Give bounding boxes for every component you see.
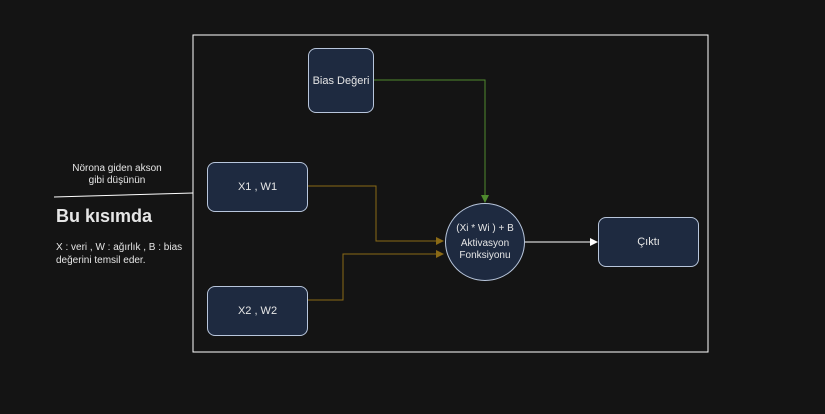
bias-node-label: Bias Değeri [312,74,370,87]
x2-edge [308,250,444,301]
legend-line-1: X : veri , W : ağırlık , B : bias [56,242,183,253]
x1-w1-node[interactable]: X1 , W1 [207,162,308,212]
activation-formula: (Xi * Wi ) + B [456,222,514,234]
activation-label-2: Fonksiyonu [459,249,511,261]
output-node[interactable]: Çıktı [598,217,699,267]
legend-text: X : veri , W : ağırlık , B : bias değeri… [56,241,182,267]
x2-w2-node[interactable]: X2 , W2 [207,286,308,336]
x1-w1-label: X1 , W1 [237,181,278,193]
axon-line [53,192,194,198]
x1-edge [308,185,444,245]
axon-caption: Nörona giden akson gibi düşünün [62,163,172,187]
axon-caption-line-1: Nörona giden akson [72,163,162,174]
activation-label-1: Aktivasyon [460,237,510,249]
axon-caption-line-2: gibi düşünün [88,175,146,186]
x2-w2-label: X2 , W2 [237,305,278,317]
bias-node[interactable]: Bias Değeri [308,48,374,113]
output-label: Çıktı [637,236,660,248]
section-heading: Bu kısımda [56,206,153,226]
activation-node[interactable]: (Xi * Wi ) + B Aktivasyon Fonksiyonu [445,203,525,281]
bias-edge [374,79,489,203]
legend-line-2: değerini temsil eder. [56,255,146,266]
